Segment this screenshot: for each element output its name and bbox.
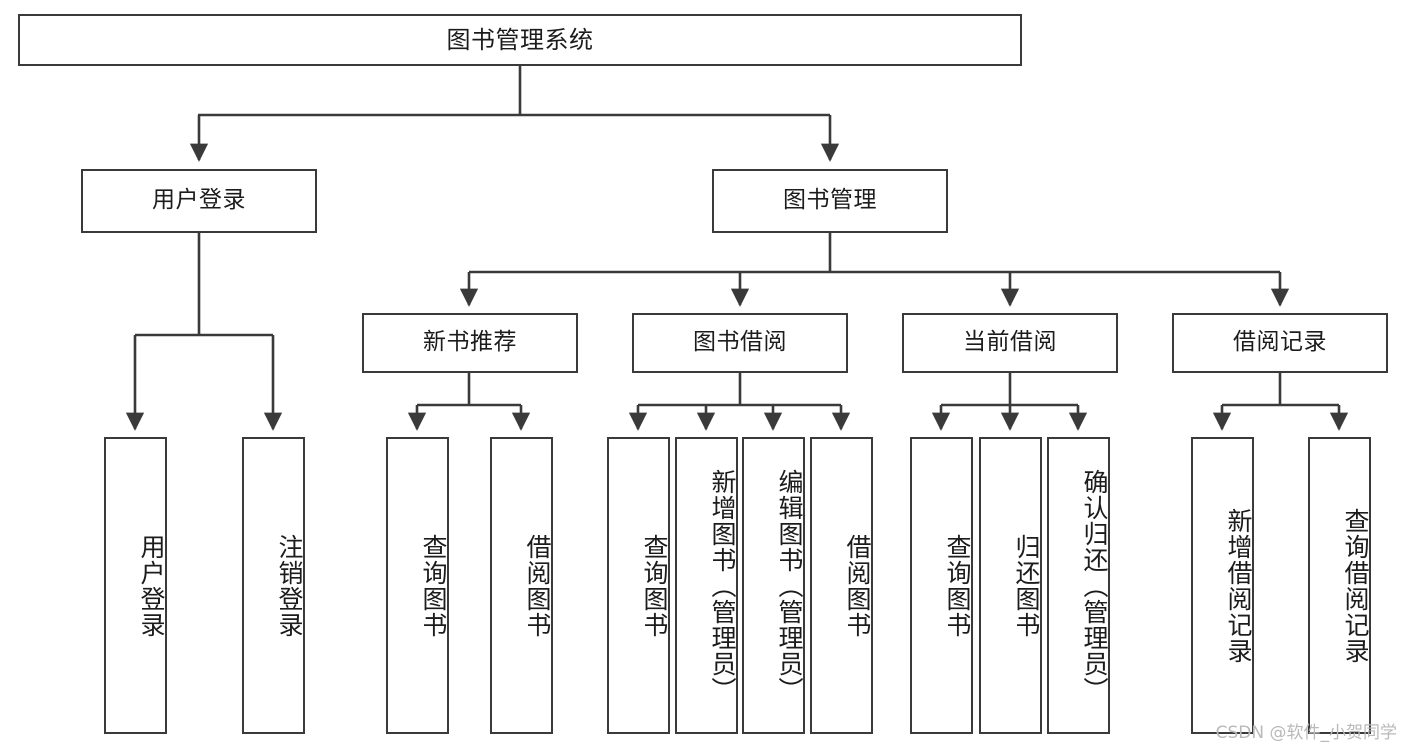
- node-book-management[interactable]: 图书管理: [712, 169, 948, 233]
- leaf-logout[interactable]: 注销登录: [242, 437, 305, 734]
- node-borrow-record-label: 借阅记录: [1233, 329, 1327, 356]
- leaf-edit-book-admin-label: 编辑图书（管理员）: [775, 468, 804, 703]
- node-book-management-label: 图书管理: [783, 187, 877, 214]
- leaf-add-borrow-record[interactable]: 新增借阅记录: [1191, 437, 1254, 734]
- node-borrow-record[interactable]: 借阅记录: [1172, 313, 1388, 373]
- node-current-borrow[interactable]: 当前借阅: [902, 313, 1118, 373]
- leaf-borrow-book-1[interactable]: 借阅图书: [490, 437, 553, 734]
- leaf-confirm-return-admin-label: 确认归还（管理员）: [1080, 468, 1109, 703]
- node-book-borrow[interactable]: 图书借阅: [632, 313, 848, 373]
- leaf-add-book-admin-label: 新增图书（管理员）: [708, 468, 737, 703]
- node-root-label: 图书管理系统: [446, 25, 594, 54]
- leaf-borrow-book-2[interactable]: 借阅图书: [810, 437, 873, 734]
- node-user-login[interactable]: 用户登录: [81, 169, 317, 233]
- leaf-query-borrow-record[interactable]: 查询借阅记录: [1308, 437, 1371, 734]
- leaf-borrow-book-1-label: 借阅图书: [523, 533, 552, 638]
- node-user-login-label: 用户登录: [152, 187, 246, 214]
- leaf-logout-label: 注销登录: [275, 533, 304, 638]
- leaf-query-book-1-label: 查询图书: [419, 533, 448, 638]
- node-book-borrow-label: 图书借阅: [693, 329, 787, 356]
- leaf-confirm-return-admin[interactable]: 确认归还（管理员）: [1047, 437, 1110, 734]
- leaf-add-book-admin[interactable]: 新增图书（管理员）: [675, 437, 738, 734]
- node-current-borrow-label: 当前借阅: [963, 329, 1057, 356]
- node-new-book-recommend[interactable]: 新书推荐: [362, 313, 578, 373]
- leaf-query-book-1[interactable]: 查询图书: [386, 437, 449, 734]
- leaf-user-login-label: 用户登录: [137, 533, 166, 638]
- leaf-edit-book-admin[interactable]: 编辑图书（管理员）: [742, 437, 805, 734]
- node-root[interactable]: 图书管理系统: [18, 14, 1022, 66]
- leaf-return-book[interactable]: 归还图书: [979, 437, 1042, 734]
- leaf-user-login[interactable]: 用户登录: [104, 437, 167, 734]
- node-new-book-recommend-label: 新书推荐: [423, 329, 517, 356]
- leaf-return-book-label: 归还图书: [1012, 533, 1041, 638]
- leaf-query-book-3[interactable]: 查询图书: [910, 437, 973, 734]
- leaf-query-book-2[interactable]: 查询图书: [607, 437, 670, 734]
- leaf-query-book-2-label: 查询图书: [640, 533, 669, 638]
- leaf-query-borrow-record-label: 查询借阅记录: [1341, 507, 1370, 664]
- leaf-borrow-book-2-label: 借阅图书: [843, 533, 872, 638]
- csdn-watermark: CSDN @软件_小贺同学: [1215, 723, 1397, 743]
- leaf-add-borrow-record-label: 新增借阅记录: [1224, 507, 1253, 664]
- leaf-query-book-3-label: 查询图书: [943, 533, 972, 638]
